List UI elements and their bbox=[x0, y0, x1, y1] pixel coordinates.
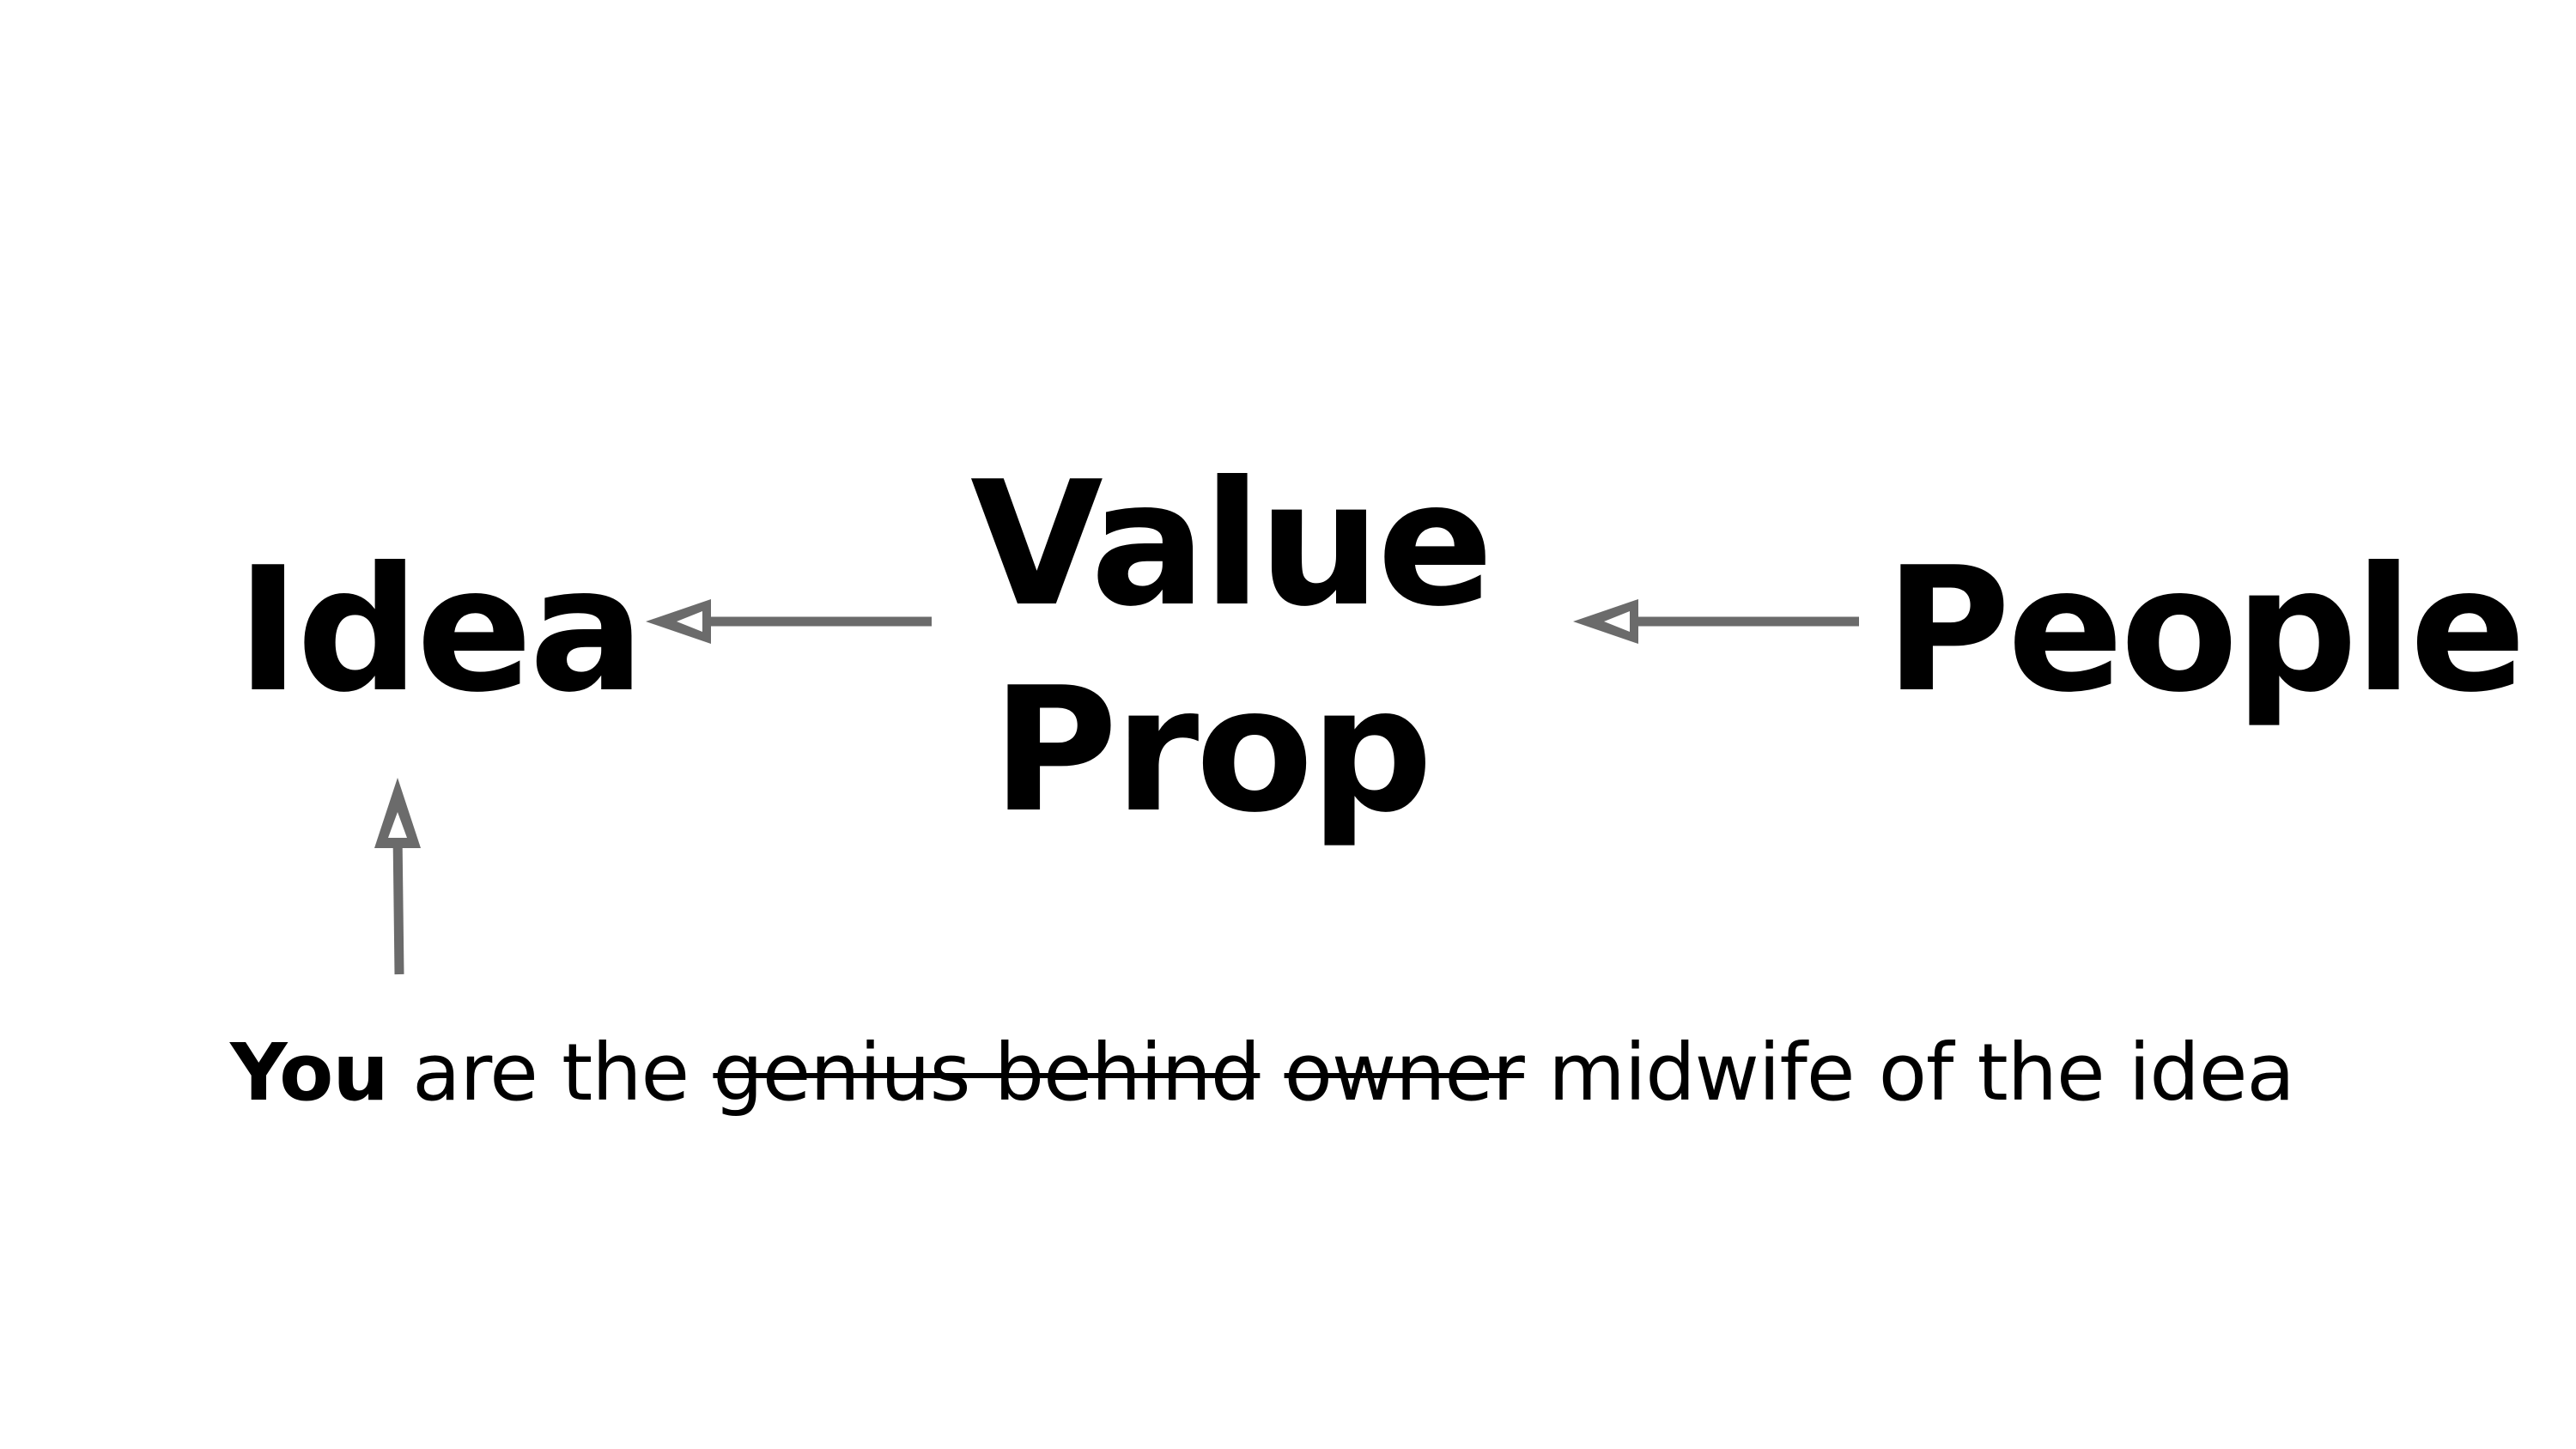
caption-lead: are the bbox=[412, 1027, 690, 1119]
caption-tail: midwife of the idea bbox=[1548, 1027, 2295, 1119]
caption: You are the genius behind owner midwife … bbox=[230, 1026, 2295, 1120]
value-prop-line-2: Prop bbox=[992, 651, 1433, 851]
arrow-valueprop-to-idea bbox=[646, 599, 932, 644]
arrow-you-to-idea bbox=[374, 778, 421, 975]
idea-node: Idea bbox=[236, 530, 645, 731]
caption-struck-owner: owner bbox=[1284, 1027, 1525, 1119]
value-prop-node: Value Prop bbox=[970, 442, 1493, 854]
people-node: People bbox=[1885, 530, 2526, 731]
value-prop-line-1: Value bbox=[970, 445, 1493, 645]
arrow-people-to-valueprop bbox=[1573, 599, 1859, 644]
caption-struck-genius: genius behind bbox=[713, 1027, 1261, 1119]
caption-subject: You bbox=[230, 1027, 389, 1119]
